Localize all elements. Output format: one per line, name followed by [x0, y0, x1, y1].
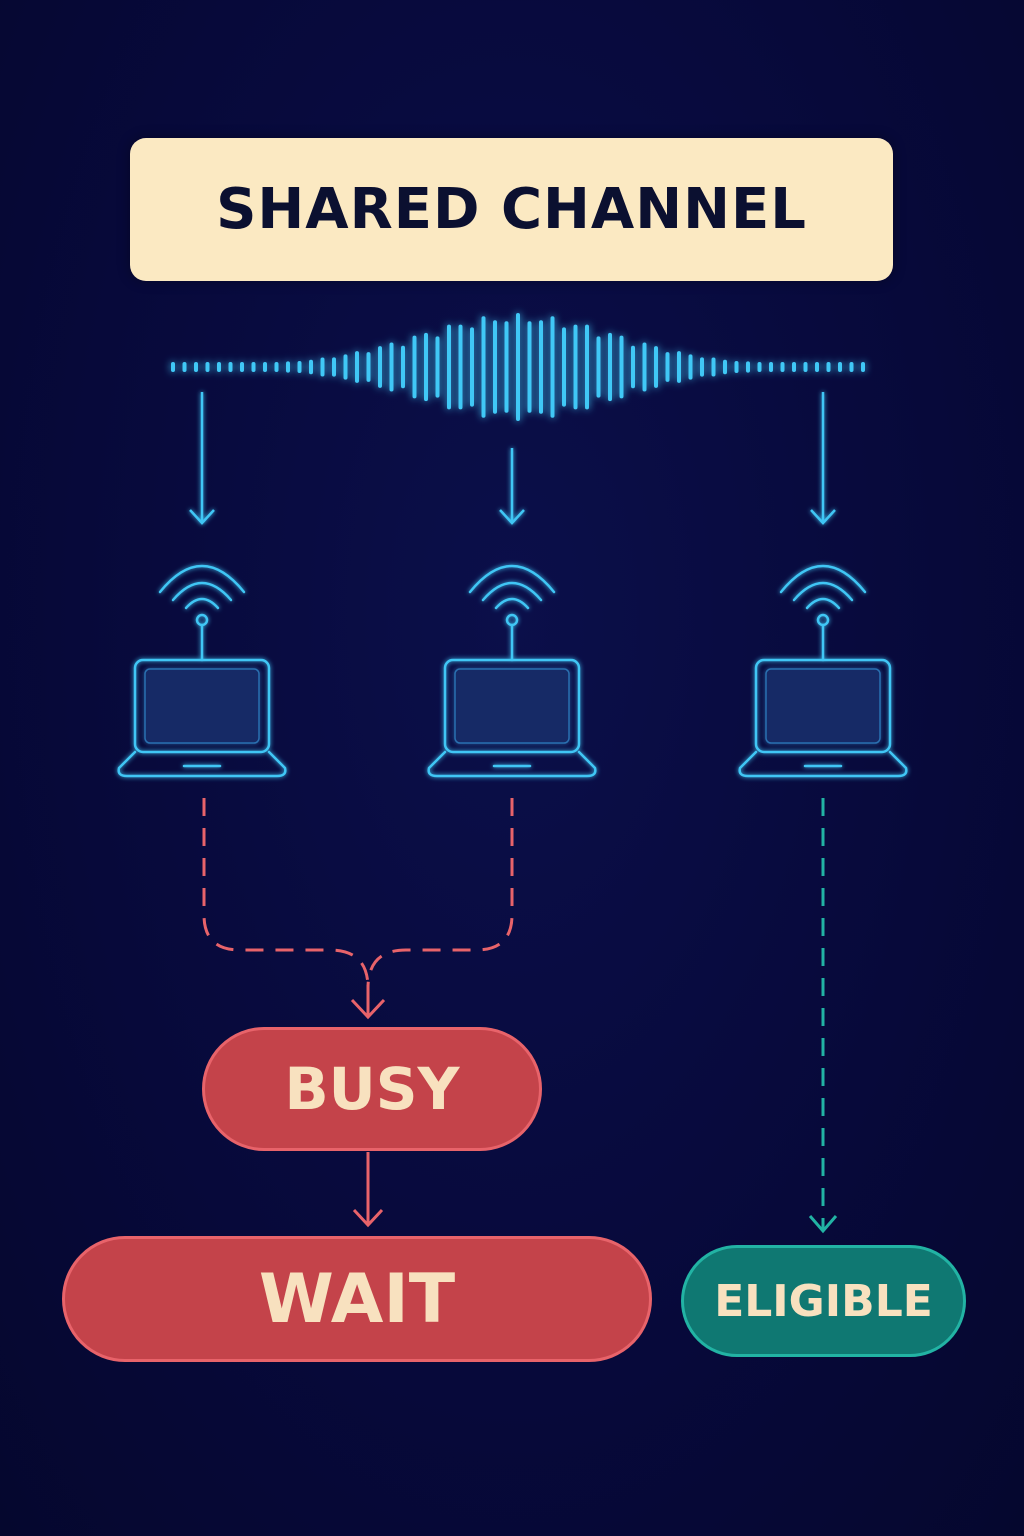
eligible-label: ELIGIBLE — [714, 1275, 933, 1327]
shared-channel-title-box: SHARED CHANNEL — [130, 138, 893, 281]
busy-state-pill: BUSY — [202, 1027, 542, 1151]
busy-paths — [202, 798, 514, 989]
wifi-icon — [158, 564, 246, 662]
page-title: SHARED CHANNEL — [216, 177, 807, 242]
arrow-to-laptop-right — [810, 392, 836, 525]
channel-arrows — [189, 392, 836, 525]
busy-label: BUSY — [284, 1055, 460, 1123]
laptop-icon — [738, 658, 908, 778]
arrow-to-laptop-left — [189, 392, 215, 525]
wait-state-pill: WAIT — [62, 1236, 652, 1362]
wifi-icon — [779, 564, 867, 662]
eligible-state-pill: ELIGIBLE — [681, 1245, 966, 1357]
busy-arrowhead — [350, 985, 386, 1020]
laptop-icon — [117, 658, 287, 778]
laptop-left — [117, 564, 287, 778]
path-middle-to-busy — [366, 798, 514, 989]
path-left-to-busy — [202, 798, 370, 989]
path-right-to-eligible — [808, 798, 838, 1234]
laptop-middle — [427, 564, 597, 778]
laptop-icon — [427, 658, 597, 778]
laptop-right — [738, 564, 908, 778]
signal-waveform-icon — [171, 313, 865, 421]
wifi-icon — [468, 564, 556, 662]
arrow-to-laptop-middle — [499, 448, 525, 525]
arrow-busy-to-wait — [352, 1152, 384, 1228]
wait-label: WAIT — [258, 1259, 456, 1339]
